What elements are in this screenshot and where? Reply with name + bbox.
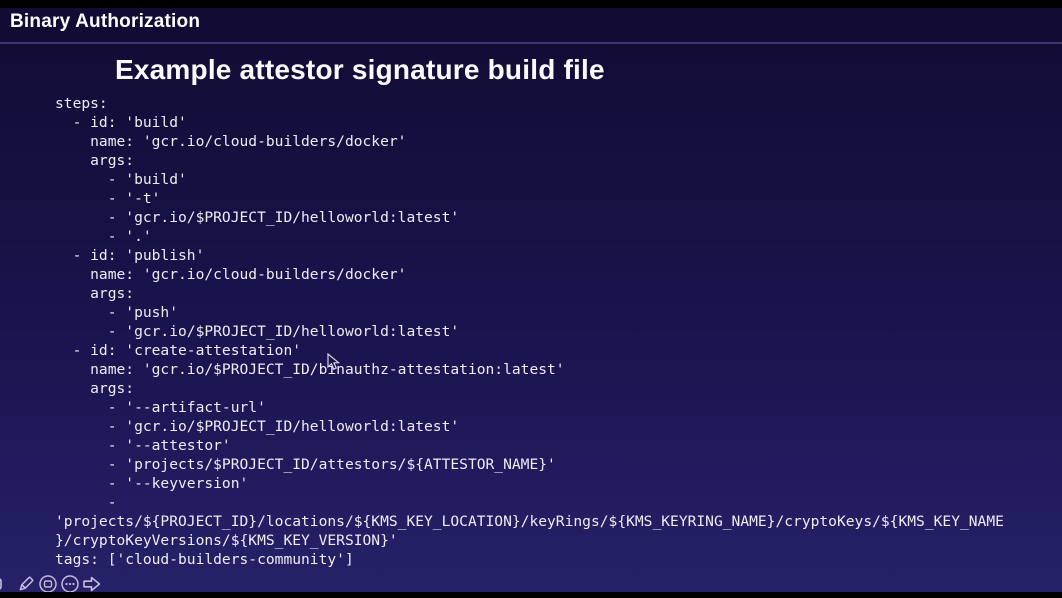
slide-heading: Example attestor signature build file	[115, 54, 605, 85]
letterbox-top	[0, 0, 1062, 8]
slide-background: Binary Authorization Example attestor si…	[0, 8, 1062, 594]
page-title: Binary Authorization	[10, 11, 201, 32]
mouse-cursor-icon	[327, 352, 341, 371]
yaml-code-block: steps: - id: 'build' name: 'gcr.io/cloud…	[55, 95, 1004, 568]
annotation-toolbar	[0, 574, 102, 594]
shape-square-icon[interactable]	[38, 574, 58, 594]
pencil-icon[interactable]	[16, 574, 36, 594]
forward-arrow-icon[interactable]	[82, 574, 102, 594]
letterbox-bottom	[0, 592, 1062, 598]
more-dots-icon[interactable]	[60, 574, 80, 594]
title-divider	[0, 42, 1062, 44]
partial-shape-icon[interactable]	[0, 574, 14, 594]
